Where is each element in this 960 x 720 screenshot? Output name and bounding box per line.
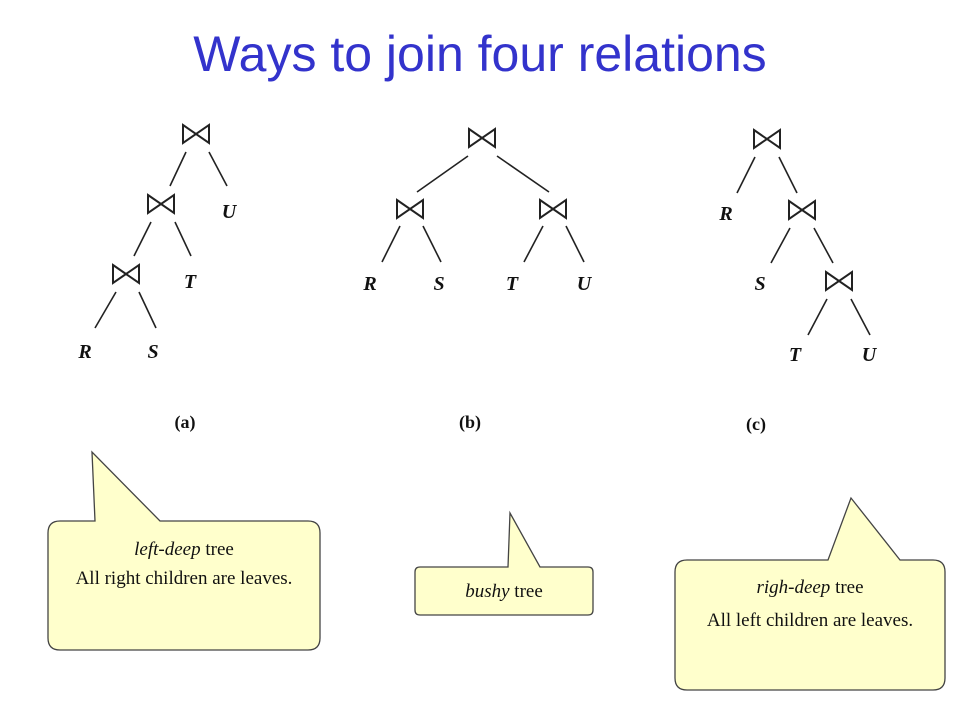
- tree-edge: [813, 227, 834, 264]
- tree-c: R S T U (c): [718, 128, 878, 435]
- callout-note: All left children are leaves.: [706, 610, 914, 631]
- callout-heading: righ-deep tree: [687, 575, 933, 600]
- leaf-label: T: [184, 271, 197, 293]
- leaf-label: R: [718, 203, 732, 225]
- leaf-label: U: [577, 273, 593, 295]
- leaf-label: T: [506, 273, 519, 295]
- tree-edge: [422, 225, 442, 263]
- callout-heading: bushy tree: [415, 579, 593, 604]
- tree-a: U T R S (a): [77, 123, 238, 433]
- leaf-label: T: [789, 344, 802, 366]
- leaf-label: R: [77, 341, 91, 363]
- leaf-label: S: [433, 273, 444, 295]
- leaf-label: R: [362, 273, 376, 295]
- join-node-icon: [825, 270, 853, 292]
- callout-left-deep-text: left-deep tree All right children are le…: [60, 537, 308, 591]
- tree-kind-term: left-deep: [134, 539, 201, 560]
- tree-edge: [565, 225, 585, 263]
- tree-caption: (b): [459, 412, 481, 433]
- tree-edge: [381, 225, 401, 263]
- leaf-label: U: [862, 344, 878, 366]
- callout-right-deep-text: righ-deep tree All left children are lea…: [687, 575, 933, 633]
- join-node-icon: [182, 123, 210, 145]
- leaf-label: S: [147, 341, 158, 363]
- tree-edge: [807, 298, 828, 336]
- callout-left-deep: [47, 450, 321, 651]
- tree-edge: [778, 156, 798, 194]
- tree-edge: [133, 221, 152, 257]
- join-node-icon: [753, 128, 781, 150]
- tree-caption: (a): [175, 412, 196, 433]
- leaf-label: S: [754, 273, 765, 295]
- tree-edge: [208, 151, 228, 187]
- tree-kind-term: bushy: [465, 581, 510, 602]
- tree-edge: [770, 227, 791, 264]
- leaf-label: U: [222, 201, 238, 223]
- tree-kind-suffix: tree: [200, 539, 234, 560]
- tree-edge: [736, 156, 756, 194]
- callout-heading: left-deep tree: [60, 537, 308, 562]
- tree-edge: [523, 225, 544, 263]
- tree-edge: [94, 291, 117, 329]
- callout-note: All right children are leaves.: [75, 568, 293, 589]
- tree-edge: [138, 291, 157, 329]
- join-node-icon: [468, 127, 496, 149]
- tree-edge: [496, 155, 550, 193]
- join-node-icon: [147, 193, 175, 215]
- tree-edge: [169, 151, 187, 187]
- callout-bushy-text: bushy tree: [415, 579, 593, 604]
- tree-caption: (c): [746, 414, 766, 435]
- tree-edge: [416, 155, 469, 193]
- join-node-icon: [112, 263, 140, 285]
- join-node-icon: [788, 199, 816, 221]
- slide-title: Ways to join four relations: [193, 26, 767, 82]
- join-node-icon: [539, 198, 567, 220]
- join-node-icon: [396, 198, 424, 220]
- tree-kind-suffix: tree: [509, 581, 543, 602]
- callout-right-deep: [674, 496, 946, 691]
- callout-bushy: [414, 510, 594, 616]
- tree-edge: [174, 221, 192, 257]
- tree-kind-suffix: tree: [830, 577, 864, 598]
- tree-b: R S T U (b): [362, 127, 593, 433]
- tree-kind-term: righ-deep: [756, 577, 831, 598]
- tree-edge: [850, 298, 871, 336]
